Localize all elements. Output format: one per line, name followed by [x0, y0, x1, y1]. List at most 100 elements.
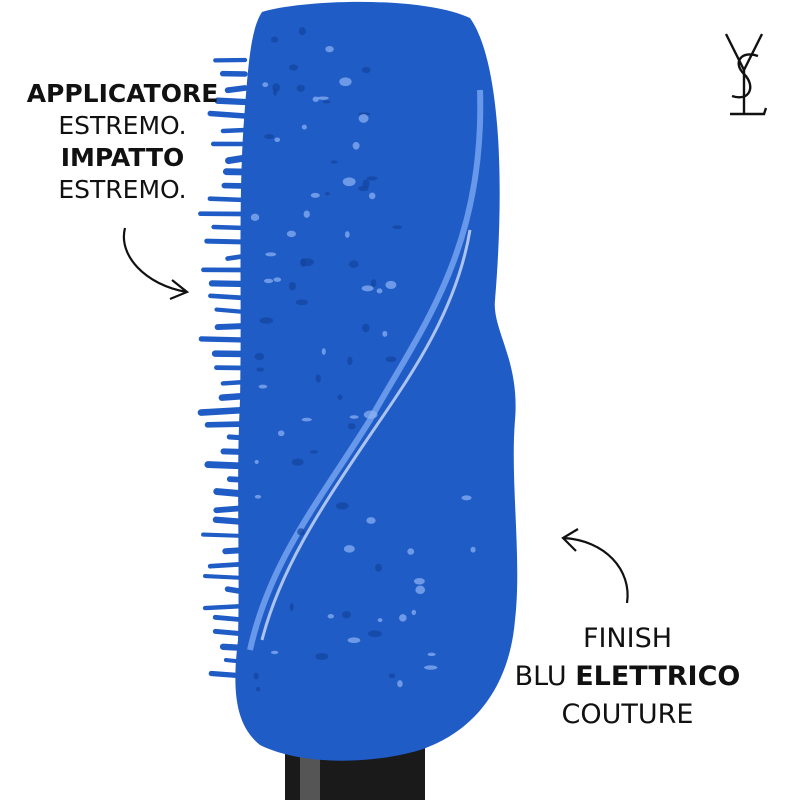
bristle	[208, 293, 248, 301]
texture-bead	[377, 618, 383, 623]
texture-bead	[289, 64, 298, 71]
texture-bead	[368, 192, 376, 200]
texture-bead	[411, 609, 417, 616]
texture-bead	[362, 323, 370, 333]
texture-bead	[348, 260, 359, 268]
arrow-right-icon	[561, 528, 629, 604]
texture-bead	[322, 100, 331, 104]
wand-highlight-2	[260, 229, 472, 641]
texture-bead	[259, 317, 274, 324]
right-callout: FINISH BLU ELETTRICO COUTURE	[505, 620, 750, 734]
texture-bead	[385, 356, 397, 363]
texture-bead	[392, 225, 403, 230]
texture-bead	[347, 423, 356, 430]
texture-bead	[330, 160, 338, 164]
texture-bead	[265, 252, 277, 257]
texture-bead	[300, 258, 314, 267]
texture-bead	[286, 230, 297, 238]
texture-bead	[325, 45, 334, 53]
texture-bead	[273, 277, 282, 282]
texture-bead	[382, 330, 388, 337]
texture-bead	[397, 680, 403, 688]
callout-elettrico: ELETTRICO	[575, 661, 741, 692]
texture-bead	[254, 459, 259, 464]
texture-bead	[321, 348, 326, 355]
texture-bead	[262, 82, 269, 88]
callout-estremo-1: ESTREMO.	[58, 111, 187, 140]
texture-bead	[366, 517, 376, 524]
texture-bead	[253, 672, 259, 680]
texture-bead	[325, 191, 330, 196]
texture-bead	[342, 177, 356, 187]
texture-bead	[370, 279, 377, 287]
bristle	[198, 336, 248, 343]
callout-estremo-2: ESTREMO.	[58, 175, 187, 204]
texture-bead	[254, 352, 265, 361]
texture-bead	[375, 563, 382, 572]
texture-bead	[424, 665, 438, 670]
texture-bead	[407, 548, 415, 555]
texture-bead	[264, 134, 275, 140]
bristle	[214, 323, 248, 331]
texture-bead	[315, 374, 321, 383]
callout-applicatore: APPLICATORE	[26, 79, 219, 108]
texture-bead	[470, 546, 476, 553]
ysl-monogram-logo	[724, 33, 768, 116]
texture-bead	[256, 367, 265, 372]
texture-bead	[317, 96, 329, 100]
texture-bead	[413, 577, 425, 585]
texture-bead	[343, 545, 355, 553]
texture-bead	[291, 458, 304, 466]
bristle	[197, 406, 249, 416]
bristle	[203, 573, 248, 581]
texture-bead	[312, 96, 319, 102]
texture-bead	[274, 137, 281, 143]
texture-bead	[310, 192, 320, 198]
left-callout: APPLICATORE ESTREMO. IMPATTO ESTREMO.	[20, 78, 225, 206]
mascara-wand-blob	[235, 1, 518, 761]
bristle	[208, 280, 249, 288]
texture-bead	[399, 614, 407, 622]
texture-bead	[327, 614, 335, 619]
texture-bead	[347, 356, 353, 366]
bristle	[201, 532, 248, 539]
texture-bead	[415, 585, 426, 595]
texture-bead	[315, 653, 329, 661]
texture-bead	[250, 213, 260, 221]
texture-bead	[367, 630, 382, 638]
texture-bead	[256, 686, 261, 692]
texture-bead	[270, 36, 279, 43]
texture-bead	[388, 673, 396, 678]
texture-bead	[461, 495, 472, 501]
bristle	[214, 307, 248, 315]
texture-bead	[301, 417, 312, 422]
arrow-left-icon	[122, 227, 190, 301]
bristle	[204, 238, 248, 245]
bristle	[214, 97, 249, 106]
texture-bead	[277, 430, 285, 437]
texture-bead	[341, 611, 351, 619]
texture-bead	[349, 415, 359, 419]
texture-bead	[337, 394, 343, 400]
texture-bead	[289, 603, 294, 612]
callout-couture: COUTURE	[561, 699, 694, 730]
texture-bead	[272, 88, 278, 96]
texture-bead	[358, 114, 369, 123]
texture-bead	[363, 410, 378, 419]
texture-bead	[361, 66, 371, 74]
texture-bead	[366, 176, 378, 181]
texture-bead	[347, 637, 361, 644]
mascara-texture	[250, 27, 476, 692]
texture-bead	[258, 384, 268, 389]
bristle	[220, 127, 248, 134]
bristle	[207, 196, 248, 203]
callout-finish: FINISH	[582, 623, 673, 654]
texture-bead	[288, 281, 297, 291]
texture-bead	[335, 502, 349, 510]
texture-bead	[297, 528, 305, 536]
texture-bead	[427, 652, 436, 657]
texture-bead	[376, 288, 383, 294]
texture-bead	[295, 299, 308, 306]
texture-bead	[385, 280, 397, 290]
